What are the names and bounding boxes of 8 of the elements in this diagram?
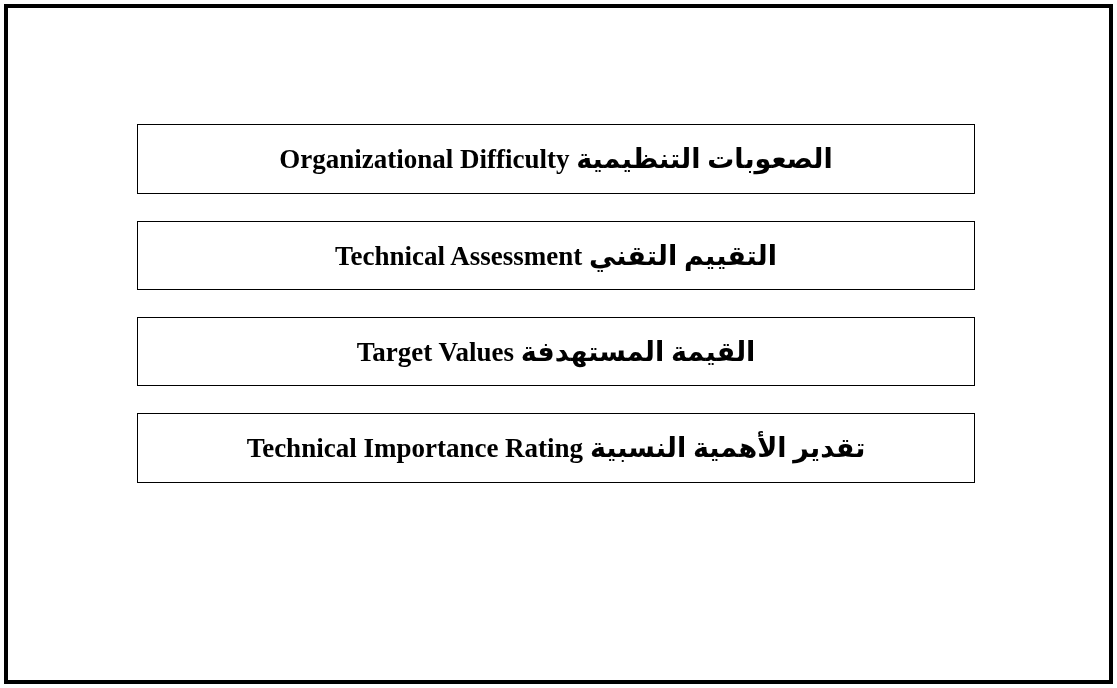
box-title: التقييم التقني Technical Assessment (335, 239, 777, 272)
box-title: تقدير الأهمية النسبية Technical Importance Rating (246, 432, 866, 464)
box-title: الصعوبات التنظيمية Organizational Difficulty (279, 143, 833, 175)
label-box (137, 221, 975, 290)
label-box (137, 124, 975, 194)
box-title: القيمة المستهدفة Target Values (356, 335, 756, 368)
label-box (137, 317, 975, 386)
label-box (137, 413, 975, 483)
